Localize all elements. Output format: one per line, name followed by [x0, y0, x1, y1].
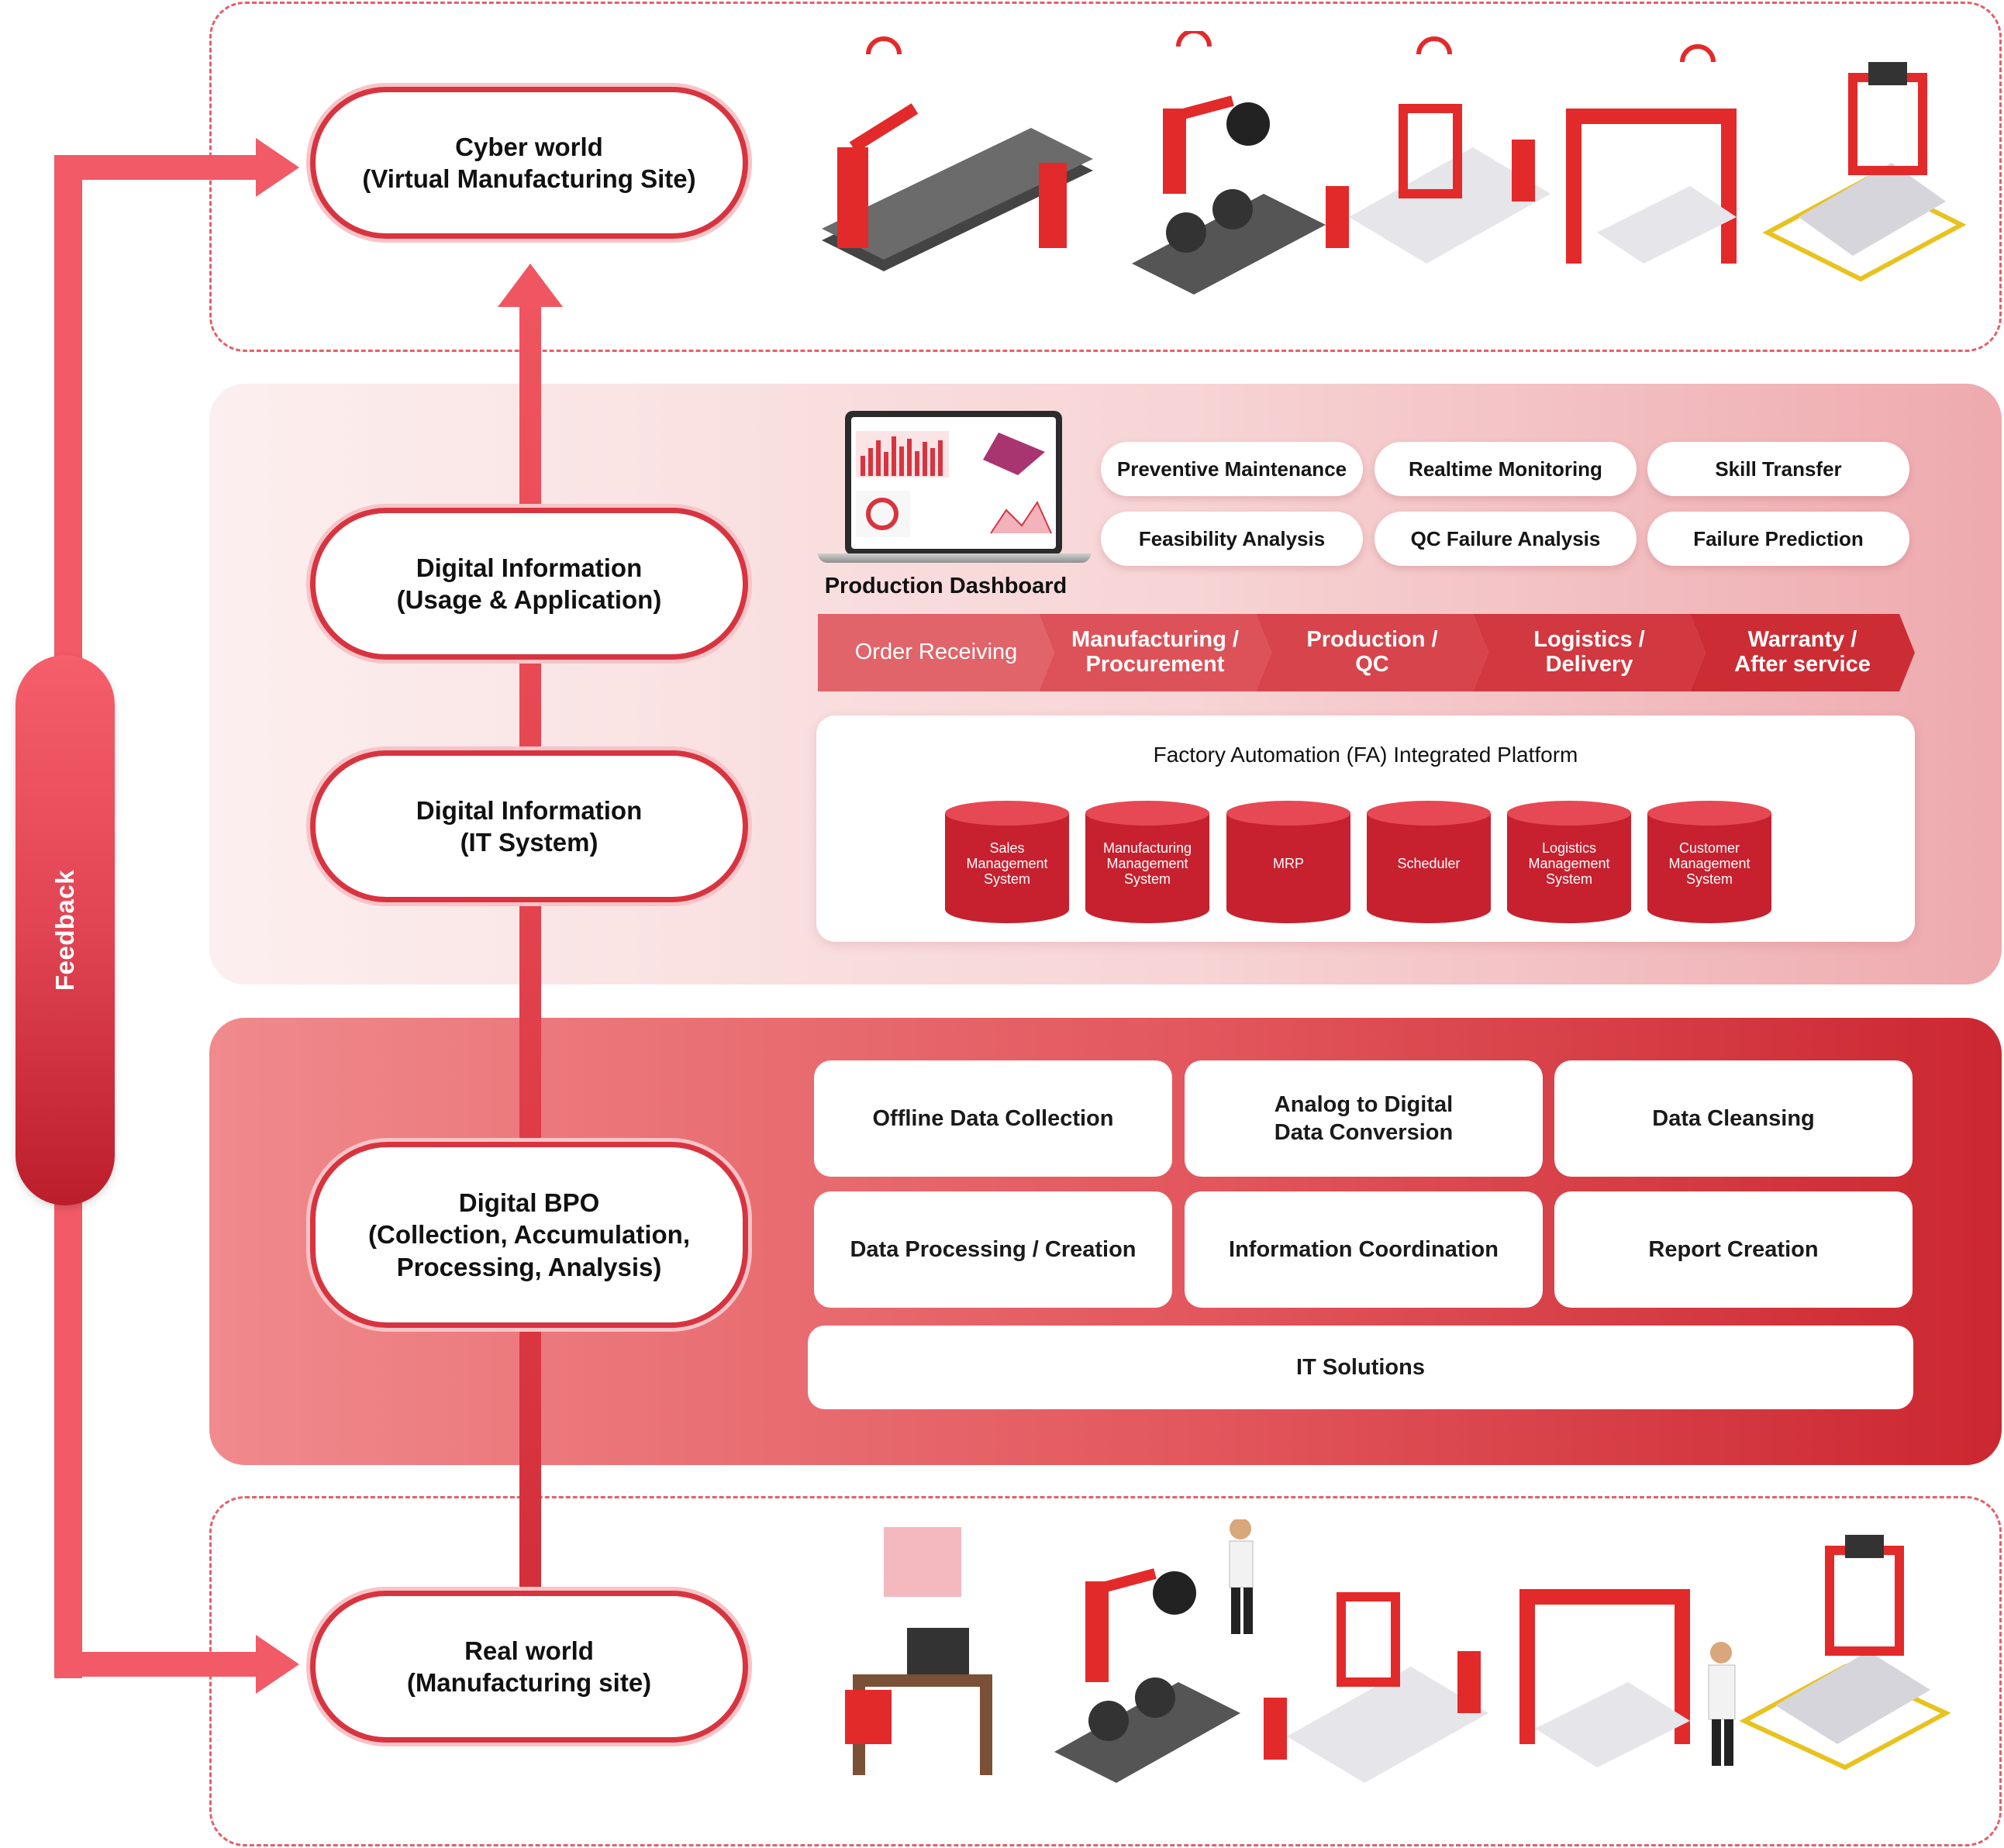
stage-title: Digital BPO: [458, 1188, 600, 1218]
spine-arrow-up: [498, 264, 563, 307]
stage-digital-information-usage: Digital Information (Usage & Application…: [310, 508, 748, 660]
robot-arm-conveyor-icon: [822, 36, 1093, 271]
process-step-manufacturing-procurement: Manufacturing / Procurement: [1039, 614, 1271, 691]
tag-failure-prediction: Failure Prediction: [1647, 512, 1909, 566]
real-world-illustrations: [845, 1519, 1951, 1783]
process-step-label: Order Receiving: [854, 640, 1018, 665]
service-data-cleansing: Data Cleansing: [1554, 1060, 1913, 1177]
dashboard-label: Production Dashboard: [824, 574, 1068, 598]
process-spine: [519, 295, 541, 1597]
stage-subtitle: Processing, Analysis): [396, 1252, 662, 1281]
stage-title: Digital Information: [416, 553, 643, 582]
robot-tire-conveyor-icon: [1132, 31, 1326, 295]
database-cylinder-icon: [1085, 801, 1209, 923]
process-step-label: After service: [1734, 652, 1871, 677]
car-frame-gantry-icon: [1566, 44, 1737, 264]
stage-subtitle: (IT System): [460, 828, 598, 857]
tag-feasibility-analysis: Feasibility Analysis: [1101, 512, 1363, 566]
process-step-label: Procurement: [1085, 652, 1225, 677]
car-lift-platform-icon: [1739, 1535, 1951, 1770]
stage-real-world: Real world (Manufacturing site): [310, 1591, 748, 1743]
database-cylinder-icon: [945, 801, 1069, 923]
database-cylinder-icon: [1226, 801, 1350, 923]
service-data-processing-creation: Data Processing / Creation: [814, 1191, 1172, 1308]
feedback-arrow-to-cyber: [256, 138, 299, 197]
stage-digital-bpo: Digital BPO (Collection, Accumulation, P…: [310, 1142, 748, 1328]
service-information-coordination: Information Coordination: [1185, 1191, 1543, 1308]
car-lift-platform-icon: [1762, 62, 1967, 282]
feedback-arrow-to-real: [256, 1635, 299, 1694]
process-step-order-receiving: Order Receiving: [818, 614, 1054, 691]
stage-title: Real world: [464, 1636, 594, 1665]
feedback-bottom-connector: [54, 1652, 264, 1677]
tag-realtime-monitoring: Realtime Monitoring: [1375, 442, 1637, 496]
database-cylinder-icon: [1507, 801, 1631, 923]
process-step-label: Manufacturing /: [1071, 627, 1239, 653]
stage-title: Digital Information: [416, 795, 643, 825]
system-mrp: MRP: [1273, 856, 1304, 872]
stage-cyber-world: Cyber world (Virtual Manufacturing Site): [310, 87, 748, 239]
service-it-solutions: IT Solutions: [808, 1326, 1913, 1409]
service-report-creation: Report Creation: [1554, 1191, 1913, 1308]
stage-title: Cyber world: [455, 132, 603, 161]
car-frame-gantry-icon: [1519, 1589, 1690, 1767]
process-step-label: QC: [1355, 652, 1389, 677]
car-body-robot-icon: [1264, 1592, 1488, 1783]
engineer-workstation-icon: [845, 1527, 992, 1775]
scientist-person-icon: [1708, 1642, 1736, 1766]
tag-skill-transfer: Skill Transfer: [1647, 442, 1909, 496]
feedback-pill: [16, 655, 115, 1205]
process-step-logistics-delivery: Logistics / Delivery: [1473, 614, 1706, 691]
database-cylinder-icon: [1647, 801, 1771, 923]
process-step-label: Warranty /: [1747, 627, 1857, 653]
system-scheduler: Scheduler: [1397, 856, 1461, 872]
stage-subtitle: (Virtual Manufacturing Site): [362, 164, 696, 193]
feedback-top-connector: [54, 155, 264, 180]
tag-preventive-maintenance: Preventive Maintenance: [1101, 442, 1363, 496]
process-step-label: Production /: [1306, 627, 1438, 653]
stage-subtitle: (Usage & Application): [396, 585, 662, 614]
process-step-label: Logistics /: [1533, 627, 1645, 653]
cyber-illustrations: [822, 31, 1967, 295]
stage-subtitle: (Manufacturing site): [406, 1668, 652, 1697]
process-step-warranty-after-service: Warranty / After service: [1690, 614, 1915, 691]
dashboard-charts: [856, 431, 1052, 537]
database-cylinder-icon: [1367, 801, 1491, 923]
dashboard-screen: [851, 417, 1056, 549]
service-offline-data-collection: Offline Data Collection: [814, 1060, 1172, 1177]
process-step-label: Delivery: [1545, 652, 1633, 677]
robot-tire-conveyor-icon: [1054, 1568, 1240, 1783]
feedback-label: Feedback: [50, 869, 79, 991]
car-body-robot-icon: [1326, 36, 1550, 264]
process-step-production-qc: Production / QC: [1256, 614, 1488, 691]
stage-digital-information-it-system: Digital Information (IT System): [310, 750, 748, 902]
fa-platform-title: Factory Automation (FA) Integrated Platf…: [1153, 743, 1578, 767]
inspector-person-icon: [1229, 1519, 1254, 1634]
tag-qc-failure-analysis: QC Failure Analysis: [1375, 512, 1637, 566]
laptop-base: [818, 553, 1091, 563]
stage-subtitle: (Collection, Accumulation,: [368, 1220, 690, 1250]
